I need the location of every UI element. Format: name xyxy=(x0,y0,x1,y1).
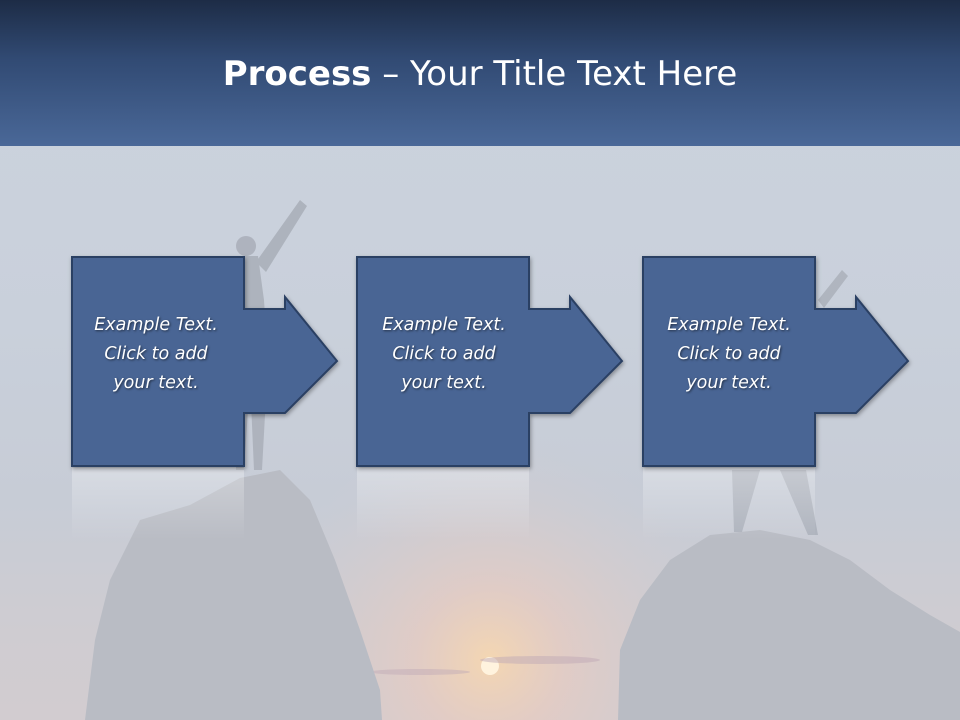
step-2-line-2: Click to add xyxy=(392,344,496,364)
process-step-3-shape[interactable] xyxy=(642,256,910,467)
process-step-1-shape[interactable] xyxy=(71,256,339,467)
title-bold: Process xyxy=(222,54,372,94)
slide-title[interactable]: Process – Your Title Text Here xyxy=(0,52,960,96)
step-3-line-3: your text. xyxy=(686,373,772,393)
step-2-line-1: Example Text. xyxy=(382,315,506,335)
process-step-3-text[interactable]: Example Text. Click to add your text. xyxy=(645,311,813,398)
step-3-line-1: Example Text. xyxy=(667,315,791,335)
title-rest: – Your Title Text Here xyxy=(371,54,738,94)
step-1-line-2: Click to add xyxy=(104,344,208,364)
title-bar xyxy=(0,0,960,146)
process-step-2-shape[interactable] xyxy=(356,256,624,467)
process-step-1-text[interactable]: Example Text. Click to add your text. xyxy=(72,311,240,398)
step-1-line-3: your text. xyxy=(113,373,199,393)
process-step-2-text[interactable]: Example Text. Click to add your text. xyxy=(360,311,528,398)
step-2-line-3: your text. xyxy=(401,373,487,393)
step-1-line-1: Example Text. xyxy=(94,315,218,335)
step-3-line-2: Click to add xyxy=(677,344,781,364)
